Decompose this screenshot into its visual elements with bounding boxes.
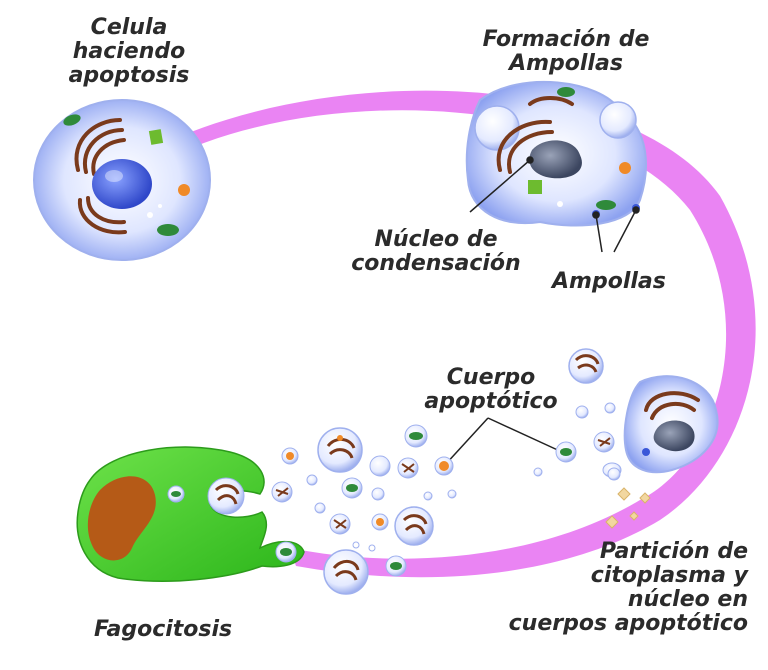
label-blebs: Ampollas [552,269,666,294]
label-blebbing: Formación de Ampollas [482,27,650,76]
debris [605,487,651,529]
label-apoptotic-body: Cuerpo apoptótico [424,365,558,414]
label-phagocytosis: Fagocitosis [94,617,233,642]
apoptotic-bodies [271,348,621,595]
label-nuclear-condensation: Núcleo de condensación [351,227,521,276]
cell-blebbing [465,80,647,227]
condensed-nucleus [529,140,582,179]
phagocyte [76,446,305,582]
cell-fragmenting [602,375,719,478]
label-partition: Partición de citoplasma y núcleo en cuer… [508,539,748,636]
phagocyte-nucleus [87,476,156,561]
nucleus [92,159,152,209]
cell-apoptosis [33,99,211,261]
cycle-arrow [150,90,756,578]
label-cell-apoptosis: Celula haciendo apoptosis [68,15,190,88]
